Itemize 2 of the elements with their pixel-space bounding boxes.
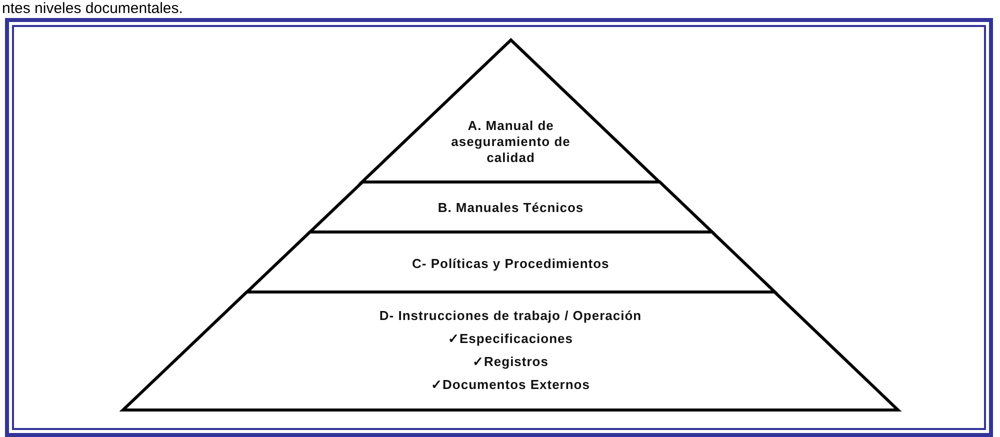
level-title: B. Manuales Técnicos <box>438 200 584 216</box>
heading-fragment: ntes niveles documentales. <box>2 0 183 17</box>
